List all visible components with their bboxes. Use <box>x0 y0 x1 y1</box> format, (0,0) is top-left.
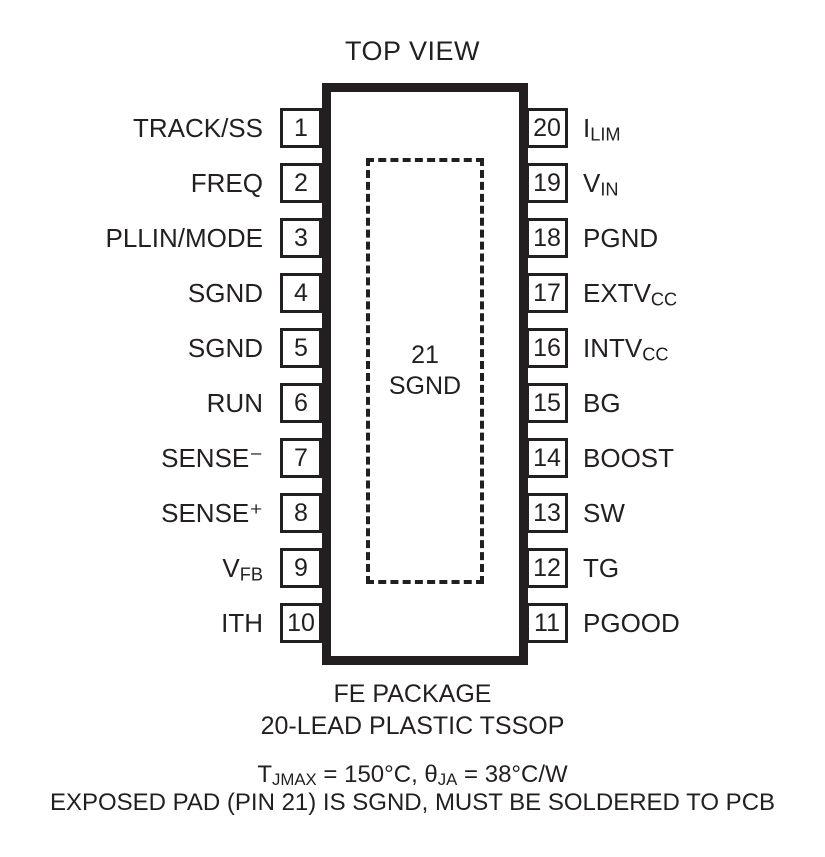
pin-number-box-4: 4 <box>280 273 322 313</box>
pin-label-text: BG <box>583 388 621 418</box>
pin-label-13: SW <box>583 496 625 530</box>
pin-label-text: ITH <box>221 608 263 638</box>
pin-number-box-11: 11 <box>526 603 568 643</box>
pin-number-box-7: 7 <box>280 438 322 478</box>
pin-number-box-1: 1 <box>280 108 322 148</box>
exposed-pad-label: 21 SGND <box>322 340 528 402</box>
pin-label-text: V <box>222 553 240 583</box>
pin-label-text: SGND <box>187 278 263 308</box>
package-body-outline <box>322 83 528 665</box>
pin-label-text: SW <box>583 498 625 528</box>
pin-label-text: PGND <box>583 223 659 253</box>
exposed-pad-pin-number: 21 <box>411 341 439 369</box>
theta-ja-subscript: JA <box>437 770 458 790</box>
exposed-pad-outline <box>366 158 484 584</box>
pin-label-17: EXTVCC <box>583 276 677 316</box>
pin-number-box-3: 3 <box>280 218 322 258</box>
pin-label-text: I <box>583 113 591 143</box>
pin-number-box-18: 18 <box>526 218 568 258</box>
pin-label-subscript: FB <box>239 564 263 585</box>
pin-number-box-9: 9 <box>280 548 322 588</box>
pin-label-14: BOOST <box>583 441 674 475</box>
pin-label-text: SENSE⁺ <box>161 498 263 528</box>
pin-label-subscript: IN <box>600 179 619 200</box>
pin-label-18: PGND <box>583 221 658 255</box>
pin-number-box-10: 10 <box>280 603 322 643</box>
pin-label-8: SENSE⁺ <box>161 496 263 530</box>
pin-label-15: BG <box>583 386 621 420</box>
pin-label-12: TG <box>583 551 619 585</box>
pin-number-box-17: 17 <box>526 273 568 313</box>
pin-label-5: SGND <box>188 331 263 365</box>
pin-number-box-14: 14 <box>526 438 568 478</box>
thermal-spec-line: TJMAX = 150°C, θJA = 38°C/W <box>0 760 825 795</box>
pin-label-16: INTVCC <box>583 331 669 371</box>
pin-label-2: FREQ <box>191 166 263 200</box>
pin-label-subscript: CC <box>642 344 669 365</box>
pin-number-box-2: 2 <box>280 163 322 203</box>
pin-number-box-16: 16 <box>526 328 568 368</box>
pin-number-box-20: 20 <box>526 108 568 148</box>
tjmax-value: = 150°C, <box>316 761 425 788</box>
pin-number-box-19: 19 <box>526 163 568 203</box>
pin-label-text: PGOOD <box>583 608 680 638</box>
exposed-pad-pin-name: SGND <box>388 372 462 400</box>
pin-label-text: RUN <box>206 388 263 418</box>
pin-label-text: TRACK/SS <box>132 113 263 143</box>
tjmax-symbol: T <box>257 761 272 788</box>
pin-number-box-5: 5 <box>280 328 322 368</box>
pin-label-20: ILIM <box>583 111 621 151</box>
theta-ja-symbol: θ <box>424 761 438 788</box>
package-type: 20-LEAD PLASTIC TSSOP <box>260 712 565 740</box>
pin-label-9: VFB <box>222 551 263 591</box>
exposed-pad-note: EXPOSED PAD (PIN 21) IS SGND, MUST BE SO… <box>49 789 776 816</box>
pin-number-box-8: 8 <box>280 493 322 533</box>
pin-label-6: RUN <box>207 386 263 420</box>
pin-number-box-6: 6 <box>280 383 322 423</box>
tjmax-subscript: JMAX <box>271 770 317 790</box>
pin-label-text: INTV <box>583 333 643 363</box>
pin-label-subscript: LIM <box>590 124 621 145</box>
pin-label-text: PLLIN/MODE <box>105 223 264 253</box>
pin-label-19: VIN <box>583 166 619 206</box>
pin-label-3: PLLIN/MODE <box>106 221 264 255</box>
pin-label-4: SGND <box>188 276 263 310</box>
pin-label-text: SENSE⁻ <box>161 443 263 473</box>
pin-label-text: EXTV <box>583 278 651 308</box>
pin-label-text: V <box>583 168 601 198</box>
pin-label-1: TRACK/SS <box>133 111 263 145</box>
pin-label-text: FREQ <box>190 168 263 198</box>
top-view-title: TOP VIEW <box>344 36 481 66</box>
package-caption: FE PACKAGE 20-LEAD PLASTIC TSSOP <box>0 678 825 742</box>
pin-number-box-13: 13 <box>526 493 568 533</box>
pin-number-box-12: 12 <box>526 548 568 588</box>
pin-label-subscript: CC <box>650 289 678 310</box>
pin-label-text: TG <box>583 553 620 583</box>
package-name: FE PACKAGE <box>333 680 492 708</box>
pin-label-10: ITH <box>221 606 263 640</box>
pin-label-text: BOOST <box>583 443 675 473</box>
pin-label-11: PGOOD <box>583 606 680 640</box>
pin-label-text: SGND <box>187 333 263 363</box>
pin-number-box-15: 15 <box>526 383 568 423</box>
theta-ja-value: = 38°C/W <box>457 761 568 788</box>
pin-label-7: SENSE⁻ <box>161 441 263 475</box>
